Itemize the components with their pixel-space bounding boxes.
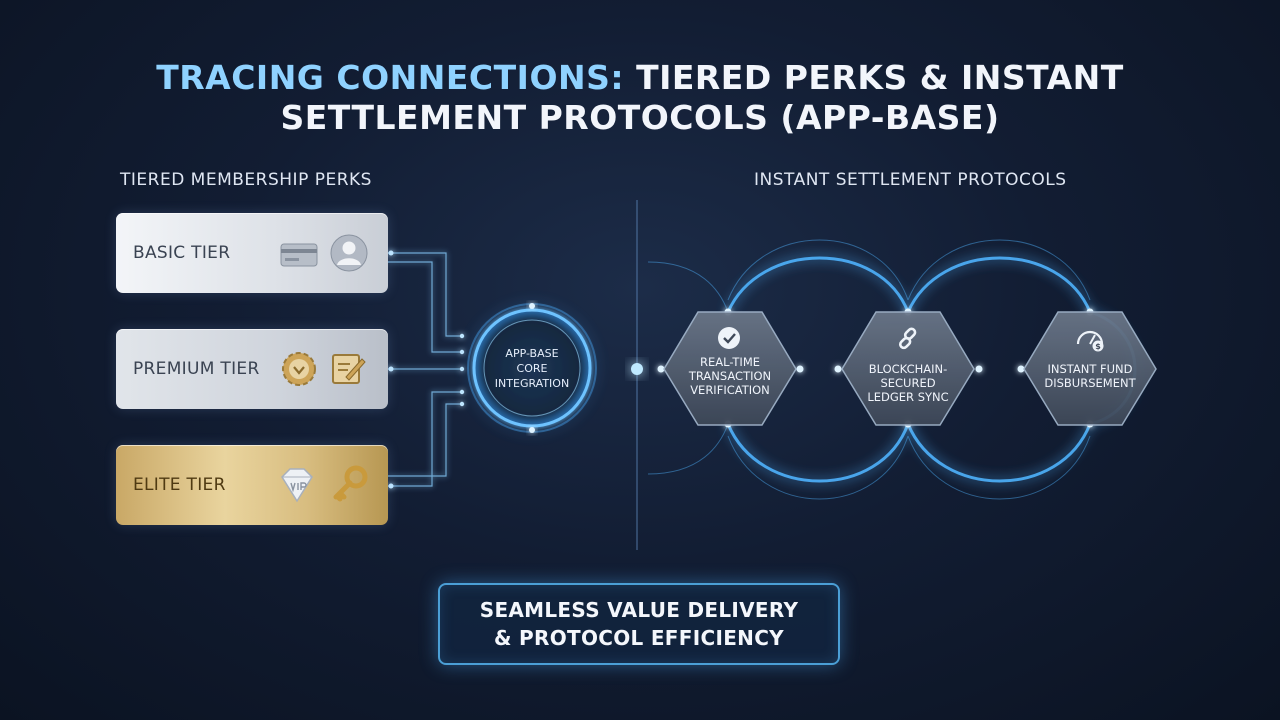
connector-elite — [388, 391, 462, 487]
badge-gear-icon — [280, 347, 318, 391]
port-elite — [388, 483, 394, 489]
section-label-protocols: INSTANT SETTLEMENT PROTOCOLS — [754, 170, 1067, 190]
port-basic — [388, 250, 394, 256]
port-premium — [388, 366, 394, 372]
page-title: TRACING CONNECTIONS: TIERED PERKS & INST… — [0, 58, 1280, 138]
footer-line1: SEAMLESS VALUE DELIVERY — [479, 598, 799, 622]
svg-text:$: $ — [1095, 342, 1101, 351]
tier-label-elite: ELITE TIER — [133, 475, 226, 495]
core-integration-label: APP-BASE CORE INTEGRATION — [486, 346, 578, 391]
vip-diamond-icon — [276, 463, 318, 507]
title-line2: SETTLEMENT PROTOCOLS (APP-BASE) — [280, 98, 1000, 137]
footer-summary-box: SEAMLESS VALUE DELIVERY & PROTOCOL EFFIC… — [438, 583, 840, 665]
protocol-label-verification: REAL-TIME TRANSACTION VERIFICATION — [665, 355, 795, 397]
title-accent: TRACING CONNECTIONS: — [156, 58, 625, 97]
connector-basic — [388, 252, 462, 337]
protocol-ledger-line2: LEDGER SYNC — [867, 390, 949, 404]
arc-top-2 — [906, 256, 1092, 313]
protocol-verification-line3: VERIFICATION — [690, 383, 770, 397]
connector-basic-2 — [388, 261, 462, 353]
tier-label-basic: BASIC TIER — [133, 243, 231, 263]
connector-elite-2 — [388, 403, 462, 477]
chain-link-icon — [898, 327, 917, 350]
arc-bottom-2 — [906, 423, 1092, 483]
footer-line2: & PROTOCOL EFFICIENCY — [494, 626, 784, 650]
arc-top-1 — [726, 256, 910, 313]
section-label-perks: TIERED MEMBERSHIP PERKS — [120, 170, 372, 190]
hex-disbursement — [1023, 311, 1157, 426]
protocol-disbursement-line2: DISBURSEMENT — [1044, 376, 1136, 390]
arc-bottom-1 — [726, 423, 910, 483]
credit-card-icon — [280, 231, 318, 275]
key-icon — [330, 463, 368, 507]
tier-card-basic[interactable]: BASIC TIER — [116, 213, 388, 293]
core-label-line2: CORE — [516, 362, 548, 375]
core-label-line1: APP-BASE — [505, 347, 559, 360]
protocol-ledger-line1: BLOCKCHAIN-SECURED — [868, 362, 948, 390]
tier-label-premium: PREMIUM TIER — [133, 359, 260, 379]
tier-card-elite[interactable]: ELITE TIER — [116, 445, 388, 525]
protocol-verification-line2: TRANSACTION — [688, 369, 772, 383]
protocol-label-disbursement: INSTANT FUND DISBURSEMENT — [1025, 362, 1155, 390]
junction-node — [631, 363, 643, 375]
core-hub — [467, 303, 597, 433]
hex-ledger-sync — [841, 311, 975, 426]
user-avatar-icon — [330, 231, 368, 275]
protocol-verification-line1: REAL-TIME — [699, 355, 761, 369]
check-badge-icon — [718, 327, 740, 349]
core-label-line3: INTEGRATION — [494, 377, 570, 390]
title-line1: TIERED PERKS & INSTANT — [624, 58, 1124, 97]
protocol-disbursement-line1: INSTANT FUND — [1047, 362, 1133, 376]
protocol-label-ledger: BLOCKCHAIN-SECURED LEDGER SYNC — [843, 362, 973, 404]
hex-verification — [663, 311, 797, 426]
tier-card-premium[interactable]: PREMIUM TIER — [116, 329, 388, 409]
speedometer-dollar-icon: $ — [1076, 330, 1104, 352]
edit-note-icon — [330, 347, 368, 391]
